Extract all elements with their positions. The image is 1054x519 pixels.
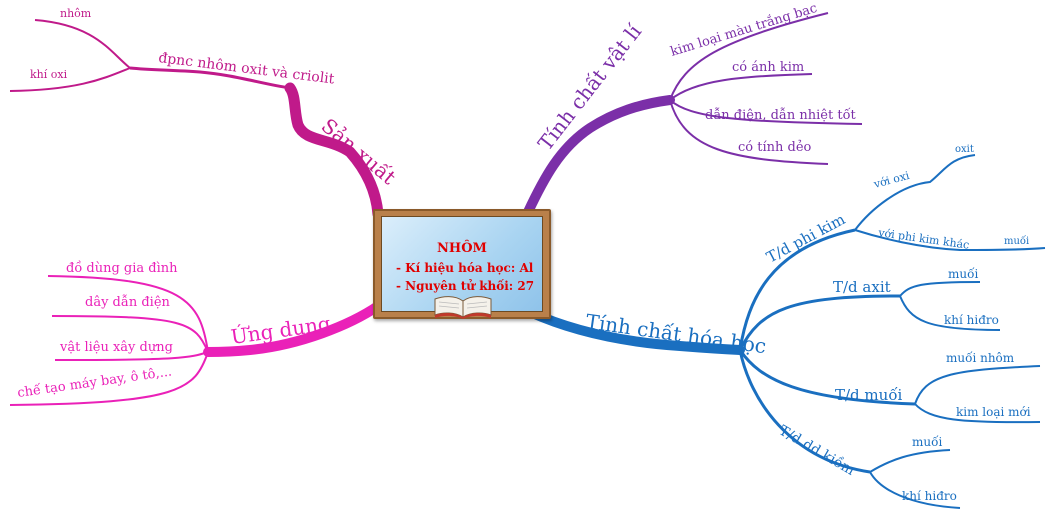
- center-board: NHÔM - Kí hiệu hóa học: Al - Nguyên tử k…: [373, 209, 551, 319]
- leaf-vat-lieu-xay-dung: vật liệu xây dựng: [59, 340, 173, 355]
- branch-hoa-hoc-label: Tính chất hóa học: [584, 309, 767, 358]
- leaf-line-anh-kim: [669, 73, 813, 101]
- sub-voi-phi-kim-khac-label: với phi kim khác: [877, 226, 970, 252]
- leaf-che-tao-may-bay: chế tạo máy bay, ô tô,...: [16, 363, 172, 401]
- leaf-khi-oxi: khí oxi: [30, 68, 68, 81]
- leaf-phi-kim-muoi: muối: [1004, 236, 1029, 247]
- center-title: NHÔM: [437, 241, 487, 256]
- center-symbol-line: - Kí hiệu hóa học: Al: [396, 261, 534, 275]
- sub-dpnc-label: đpnc nhôm oxit và criolit: [158, 49, 336, 87]
- leaf-line-oxi: [854, 154, 976, 231]
- leaf-line-phi-kim-khac: [854, 229, 1046, 252]
- leaf-line-kim-loai: [669, 12, 829, 101]
- leaf-co-anh-kim: có ánh kim: [732, 60, 804, 75]
- leaf-nhom: nhôm: [60, 7, 92, 20]
- leaf-line-muoi-nhom: [914, 365, 1041, 405]
- center-mass-line: - Nguyên tử khối: 27: [396, 279, 535, 293]
- leaf-kiem-muoi: muối: [912, 434, 942, 449]
- sub-line-kiem: [738, 349, 871, 474]
- branch-vat-li-label: Tính chất vật lí: [533, 19, 646, 155]
- branch-ung-dung: Ứng dụng đồ dùng gia đình dây dẫn điện v…: [9, 260, 383, 406]
- leaf-day-dan-dien: dây dẫn điện: [85, 294, 171, 310]
- leaf-line-khi-oxi: [9, 67, 131, 92]
- leaf-co-tinh-deo: có tính dẻo: [738, 140, 812, 155]
- sub-muoi-label: T/d muối: [835, 386, 902, 404]
- leaf-do-dung-gia-dinh: đồ dùng gia đình: [66, 260, 178, 276]
- leaf-kiem-khi-hidro: khí hiđro: [902, 489, 957, 503]
- branch-san-xuat: Sản xuất đpnc nhôm oxit và criolit nhôm …: [9, 7, 401, 220]
- leaf-line-nhom: [34, 19, 131, 69]
- sub-line-muoi: [738, 349, 916, 406]
- leaf-oxit: oxit: [955, 144, 974, 155]
- leaf-line-day-dan: [51, 315, 209, 353]
- sub-kiem-label: T/d dd kiềm: [776, 422, 858, 479]
- leaf-kim-loai-moi: kim loại mới: [956, 405, 1031, 419]
- branch-ung-dung-trunk: [203, 301, 383, 357]
- sub-line-axit: [738, 294, 901, 351]
- leaf-axit-khi-hidro: khí hiđro: [944, 313, 999, 327]
- leaf-line-dan-dien: [669, 99, 863, 125]
- leaf-line-che-tao: [9, 351, 209, 406]
- branch-san-xuat-label: Sản xuất: [317, 113, 401, 189]
- branch-san-xuat-sub-line: [129, 66, 291, 90]
- leaf-kim-loai-mau-trang-bac: kim loại màu trắng bạc: [668, 0, 818, 60]
- sub-voi-oxi-label: với oxi: [871, 169, 911, 191]
- branch-hoa-hoc-trunk: [525, 307, 745, 355]
- branch-san-xuat-trunk: [284, 82, 384, 220]
- leaf-line-do-dung: [47, 275, 209, 353]
- leaf-line-kim-loai-moi: [914, 403, 1041, 424]
- leaf-line-tinh-deo: [669, 99, 829, 165]
- leaf-line-axit-khi-hidro: [899, 295, 1001, 331]
- leaf-axit-muoi: muối: [948, 266, 978, 281]
- sub-line-phi-kim: [738, 228, 856, 351]
- branch-tinh-chat-vat-li: Tính chất vật lí kim loại màu trắng bạc …: [523, 0, 863, 217]
- open-book-icon: [434, 296, 492, 319]
- branch-tinh-chat-hoa-hoc: Tính chất hóa học T/d phi kim với oxi ox…: [525, 144, 1046, 509]
- leaf-line-axit-muoi: [899, 281, 981, 297]
- leaf-muoi-nhom: muối nhôm: [946, 350, 1015, 365]
- sub-phi-kim-label: T/d phi kim: [763, 210, 848, 266]
- sub-axit-label: T/d axit: [833, 278, 891, 296]
- leaf-dan-dien-dan-nhiet-tot: dẫn điện, dẫn nhiệt tốt: [705, 107, 857, 123]
- leaf-line-kiem-khi-hidro: [869, 471, 961, 509]
- leaf-line-vat-lieu: [54, 351, 209, 361]
- branch-vat-li-trunk: [523, 95, 675, 217]
- board-surface: NHÔM - Kí hiệu hóa học: Al - Nguyên tử k…: [381, 216, 543, 312]
- leaf-line-kiem-muoi: [869, 449, 951, 473]
